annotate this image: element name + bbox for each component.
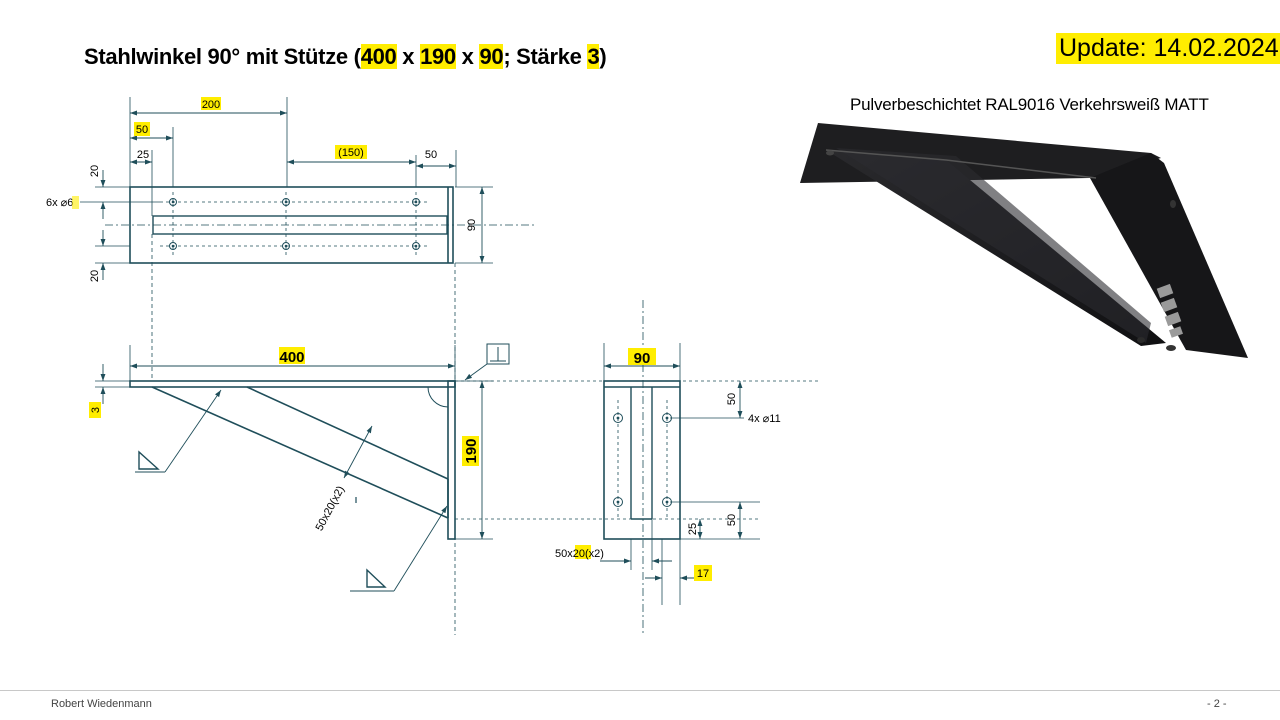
- dim-90-front-label: 90: [634, 350, 651, 367]
- dim-17-label: 17: [697, 568, 709, 580]
- page-title: Stahlwinkel 90° mit Stütze (400 x 190 x …: [84, 44, 607, 69]
- dim-25-front-label: 25: [687, 523, 699, 535]
- dim-50-top-front-label: 50: [726, 393, 738, 405]
- front-view: [455, 300, 820, 635]
- dim-200-label: 200: [202, 99, 220, 111]
- update-badge: Update: 14.02.2024: [1056, 33, 1280, 64]
- side-view: [95, 343, 510, 592]
- dim-400-label: 400: [279, 349, 304, 366]
- dim-20-top-label: 20: [89, 165, 101, 177]
- dim-190-label: 190: [463, 438, 480, 463]
- thickness-highlight: 3: [587, 44, 600, 69]
- dim-50-label: 50: [136, 124, 148, 136]
- coating-label: Pulverbeschichtet RAL9016 Verkehrsweiß M…: [850, 95, 1209, 114]
- dim-3-label: 3: [90, 407, 102, 413]
- height-highlight: 190: [420, 44, 456, 69]
- footer-divider: [0, 690, 1280, 691]
- holes-front-label: 4x ⌀11: [748, 413, 781, 425]
- dim-150-label: (150): [338, 147, 364, 159]
- dim-50-bottom-front-label: 50: [726, 514, 738, 526]
- technical-drawing: 200 50 25 (150) 50 20 20 6x ⌀6 90 400 19…: [46, 97, 820, 635]
- footer-author: Robert Wiedenmann: [51, 698, 152, 710]
- strut-front-label: 50x20(x2): [555, 548, 604, 560]
- length-highlight: 400: [360, 44, 397, 69]
- strut-side-label: 50x20(x2): [314, 484, 348, 533]
- dim-50-right-label: 50: [425, 149, 437, 161]
- dim-25-label: 25: [137, 149, 149, 161]
- dim-20-bottom-label: 20: [89, 270, 101, 282]
- width-highlight: 90: [479, 44, 504, 69]
- dim-90-top-label: 90: [466, 219, 478, 231]
- page-number: - 2 -: [1207, 698, 1227, 710]
- product-image: [800, 123, 1248, 358]
- holes-label: 6x ⌀6: [46, 197, 73, 209]
